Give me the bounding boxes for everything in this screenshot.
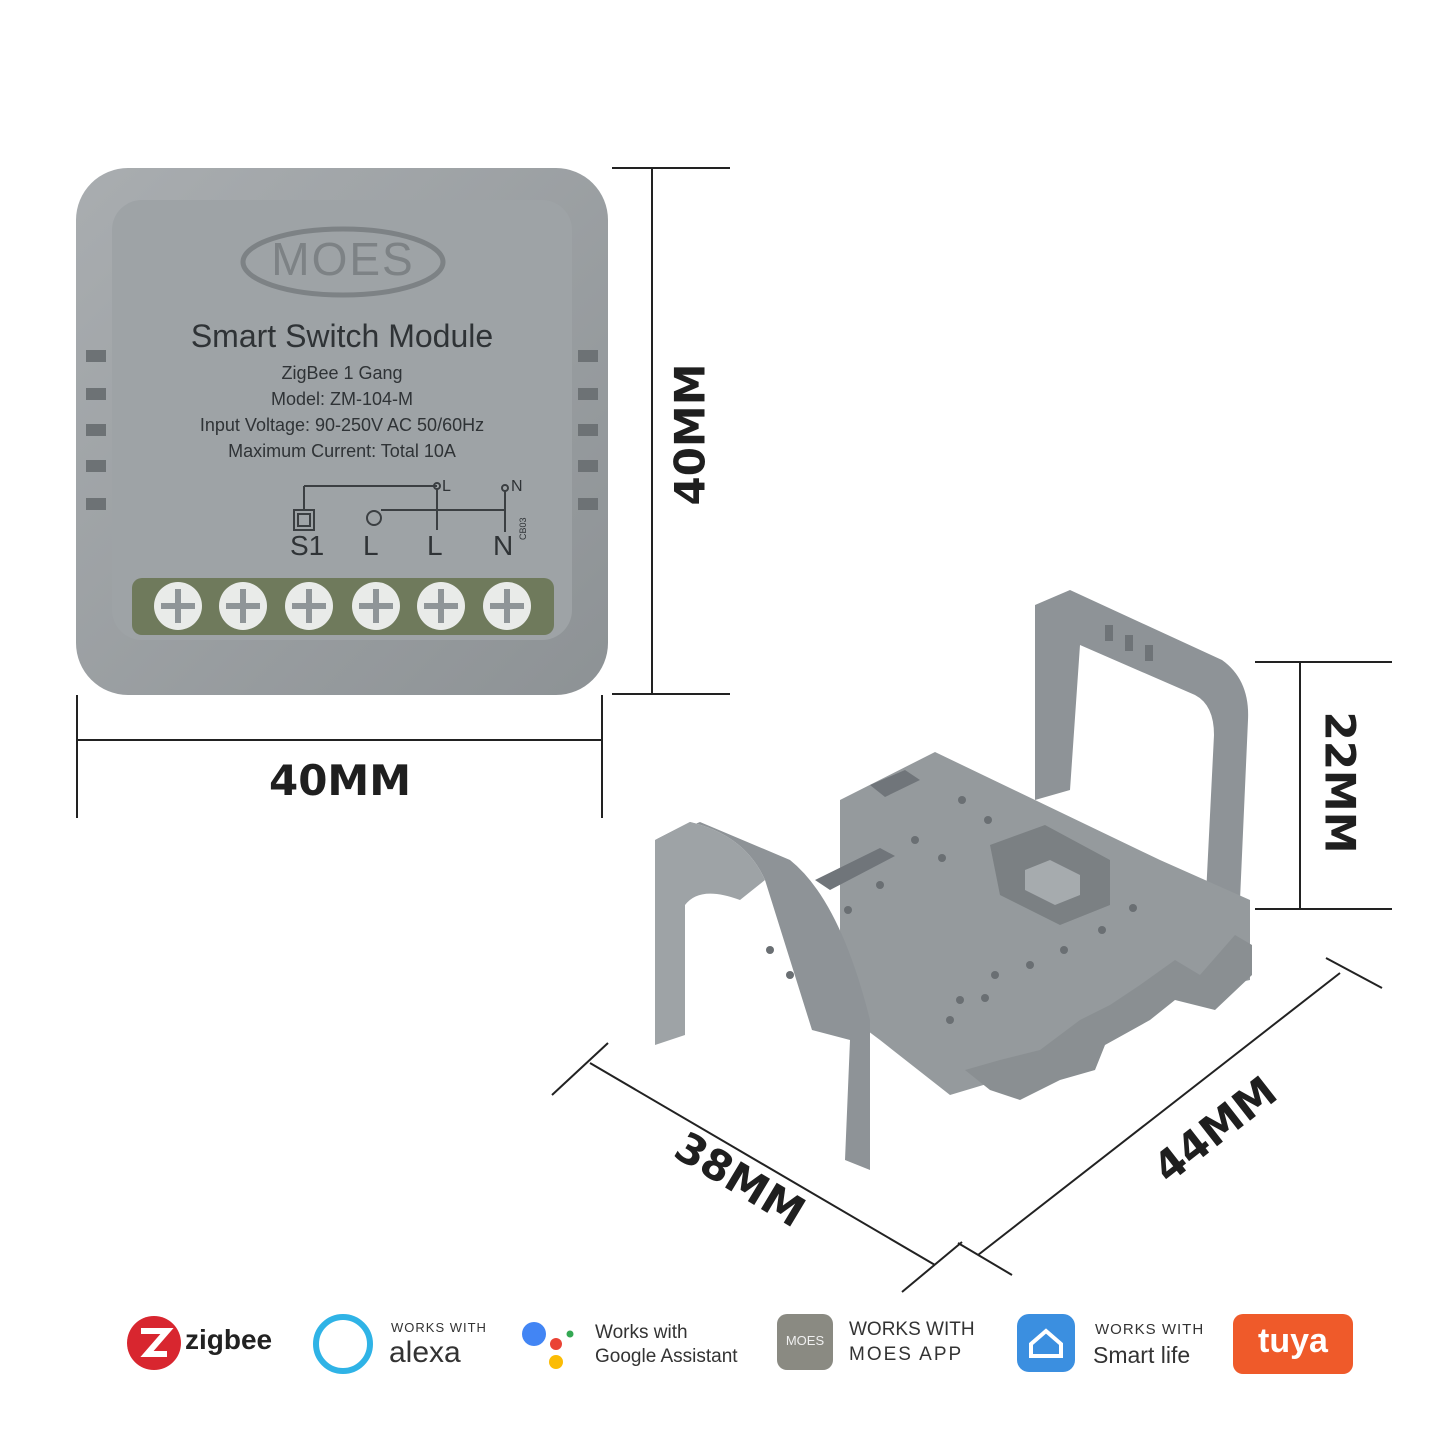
alexa-icon <box>313 1314 373 1374</box>
smart-life-badge: WORKS WITH Smart life <box>1017 1314 1217 1374</box>
spec-line-2: Model: ZM-104-M <box>270 389 414 409</box>
spec-line-1: ZigBee 1 Gang <box>281 363 403 383</box>
module-height-dimension-line <box>612 167 730 695</box>
bracket-front-arch <box>655 822 870 1170</box>
bracket-rail <box>965 935 1252 1100</box>
bracket-back-arch <box>1035 590 1249 915</box>
zigbee-badge: zigbee <box>127 1316 277 1372</box>
moes-app-icon: MOES <box>777 1314 833 1370</box>
terminal-screws <box>154 582 531 630</box>
moes-app-label: MOES APP <box>849 1344 964 1365</box>
bracket-svg <box>551 590 1392 1293</box>
bracket-illustration <box>540 580 1440 1300</box>
bracket-holes <box>766 796 1137 1024</box>
alexa-badge: WORKS WITH alexa <box>313 1314 503 1374</box>
alexa-works-with: WORKS WITH <box>391 1320 487 1335</box>
moes-works-with: WORKS WITH <box>849 1319 975 1340</box>
smart-life-icon <box>1017 1314 1075 1372</box>
terminal-label-l: L <box>427 530 443 561</box>
google-assistant-badge: Works with Google Assistant <box>518 1316 758 1376</box>
compatibility-badges: zigbee WORKS WITH alexa Works with Googl… <box>0 1300 1445 1390</box>
google-assistant-icon <box>518 1316 578 1376</box>
brand-oval <box>240 226 446 298</box>
zigbee-icon <box>127 1316 181 1370</box>
module-width-dimension-line <box>76 695 603 818</box>
module-face <box>112 200 572 640</box>
vents-left <box>86 350 106 510</box>
bracket-depth-dimension-line <box>551 1042 963 1293</box>
terminal-label-l-load: L <box>363 530 379 561</box>
bracket-width-dimension-line <box>957 957 1383 1276</box>
bracket-height-label: 22MM <box>1315 711 1365 854</box>
bracket-base-plate <box>840 752 1250 1095</box>
spec-line-3: Input Voltage: 90-250V AC 50/60Hz <box>199 415 485 435</box>
spec-line-4: Maximum Current: Total 10A <box>228 441 456 461</box>
google-works-with: Works with <box>595 1322 688 1343</box>
moes-app-badge: MOES WORKS WITH MOES APP <box>777 1314 997 1374</box>
module-width-label: 40MM <box>268 756 412 805</box>
smart-life-works-with: WORKS WITH <box>1095 1321 1205 1338</box>
alexa-label: alexa <box>389 1336 461 1369</box>
terminal-label-n: N <box>493 530 514 561</box>
module-height-label: 40MM <box>665 363 715 506</box>
wire-label-n: N <box>511 478 523 495</box>
moes-app-icon-text: MOES <box>785 1333 825 1348</box>
google-label: Google Assistant <box>595 1346 738 1367</box>
smart-life-label: Smart life <box>1093 1342 1191 1368</box>
module-title: Smart Switch Module <box>190 318 494 354</box>
wire-label-l: L <box>442 478 451 495</box>
small-code: CB03 <box>518 517 528 540</box>
module-svg <box>76 167 730 818</box>
tuya-badge: tuya <box>1233 1314 1353 1374</box>
vents-right <box>578 350 598 510</box>
terminal-label-s1: S1 <box>290 530 325 561</box>
zigbee-label: zigbee <box>185 1324 273 1355</box>
bracket-height-dimension-line <box>1255 661 1392 910</box>
tuya-label: tuya <box>1258 1322 1328 1360</box>
brand-logo-text: MOES <box>271 233 415 285</box>
module-illustration <box>0 0 760 820</box>
wiring-diagram <box>293 482 509 532</box>
